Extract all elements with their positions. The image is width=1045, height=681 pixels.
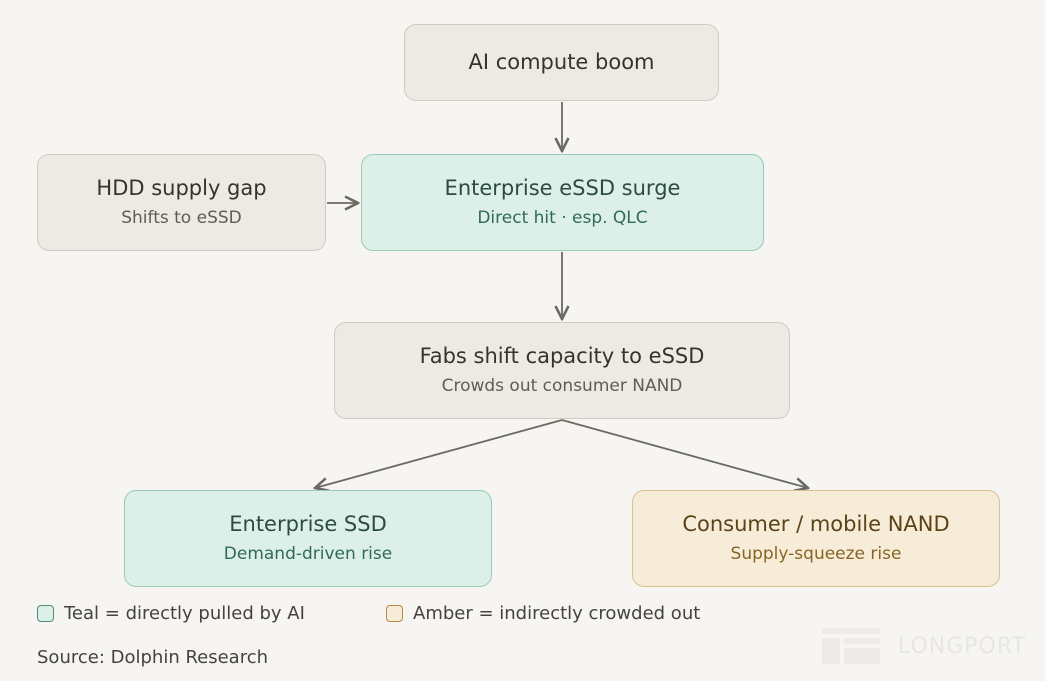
node-fabs-shift-capacity: Fabs shift capacity to eSSD Crowds out c… (334, 322, 790, 419)
node-subtitle: Supply-squeeze rise (730, 544, 902, 565)
teal-swatch-icon (37, 605, 54, 622)
node-enterprise-ssd: Enterprise SSD Demand-driven rise (124, 490, 492, 587)
edge-fabs-to-consumer (561, 419, 808, 488)
longport-logo-icon (822, 628, 880, 664)
watermark: LONGPORT (822, 628, 1026, 664)
legend-label: Teal = directly pulled by AI (64, 603, 305, 624)
node-hdd-supply-gap: HDD supply gap Shifts to eSSD (37, 154, 326, 251)
node-title: AI compute boom (468, 49, 655, 74)
legend-item-amber: Amber = indirectly crowded out (386, 603, 700, 624)
node-subtitle: Shifts to eSSD (121, 208, 242, 229)
node-subtitle: Demand-driven rise (223, 544, 393, 565)
legend-label: Amber = indirectly crowded out (413, 603, 701, 624)
node-title: HDD supply gap (96, 175, 267, 200)
node-title: Fabs shift capacity to eSSD (419, 343, 705, 368)
legend-item-teal: Teal = directly pulled by AI (37, 603, 305, 624)
node-consumer-mobile-nand: Consumer / mobile NAND Supply-squeeze ri… (632, 490, 1000, 587)
node-title: Consumer / mobile NAND (682, 511, 950, 536)
node-ai-compute-boom: AI compute boom (404, 24, 719, 101)
edge-fabs-to-enterprise (315, 419, 563, 488)
node-title: Enterprise eSSD surge (444, 175, 681, 200)
amber-swatch-icon (386, 605, 403, 622)
node-title: Enterprise SSD (229, 511, 387, 536)
node-subtitle: Crowds out consumer NAND (441, 376, 683, 397)
watermark-text: LONGPORT (898, 633, 1027, 659)
source-note: Source: Dolphin Research (37, 647, 269, 668)
node-subtitle: Direct hit · esp. QLC (477, 208, 648, 229)
node-enterprise-essd-surge: Enterprise eSSD surge Direct hit · esp. … (361, 154, 764, 251)
